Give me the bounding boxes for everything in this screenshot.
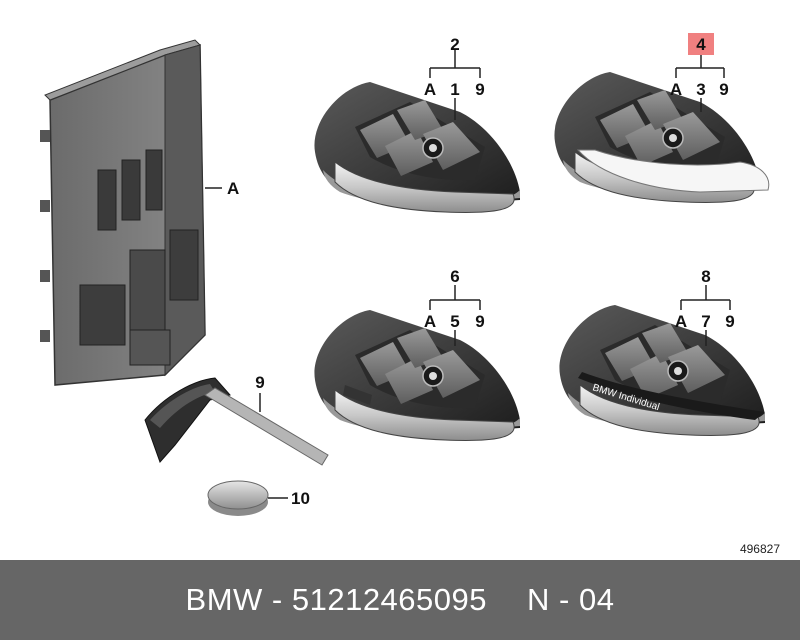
body-domain-controller: A: [40, 39, 239, 386]
callout-key1-mid: 1: [450, 80, 459, 99]
callout-key4-right: 9: [725, 312, 734, 331]
callout-key1-right: 9: [475, 80, 484, 99]
callout-emergency-key: 9: [255, 373, 264, 392]
callout-key4-top: 8: [701, 267, 710, 286]
callout-key2-left: A: [670, 80, 682, 99]
footer-bar: BMW - 51212465095 N - 04: [0, 560, 800, 640]
key-fob-4: 4 A 3 9: [553, 33, 770, 204]
emergency-key: 9: [144, 373, 329, 466]
page-label: N - 04: [527, 582, 615, 617]
callout-key4-mid: 7: [701, 312, 710, 331]
callout-key3-right: 9: [475, 312, 484, 331]
key-fob-2: 2 A 1 9: [313, 35, 521, 214]
callout-key4-left: A: [675, 312, 687, 331]
callout-battery: 10: [291, 489, 310, 508]
callout-key2-top: 4: [696, 35, 706, 54]
highlight-box: [688, 33, 714, 55]
callout-key1-left: A: [424, 80, 436, 99]
callout-key2-mid: 3: [696, 80, 705, 99]
diagram-reference-number: 496827: [740, 542, 780, 556]
parts-diagram: A 2 A 1 9 4 A 3 9 6 A: [40, 33, 780, 556]
part-number-label: BMW - 51212465095: [185, 582, 488, 617]
callout-key3-left: A: [424, 312, 436, 331]
key-fob-8: BMW Individual 8 A 7 9: [558, 267, 766, 437]
callout-key1-top: 2: [450, 35, 459, 54]
callout-key3-top: 6: [450, 267, 459, 286]
callout-key3-mid: 5: [450, 312, 459, 331]
callout-module: A: [227, 179, 239, 198]
coin-battery: 10: [207, 480, 310, 516]
callout-key2-right: 9: [719, 80, 728, 99]
key-fob-6: 6 A 5 9: [313, 267, 521, 442]
